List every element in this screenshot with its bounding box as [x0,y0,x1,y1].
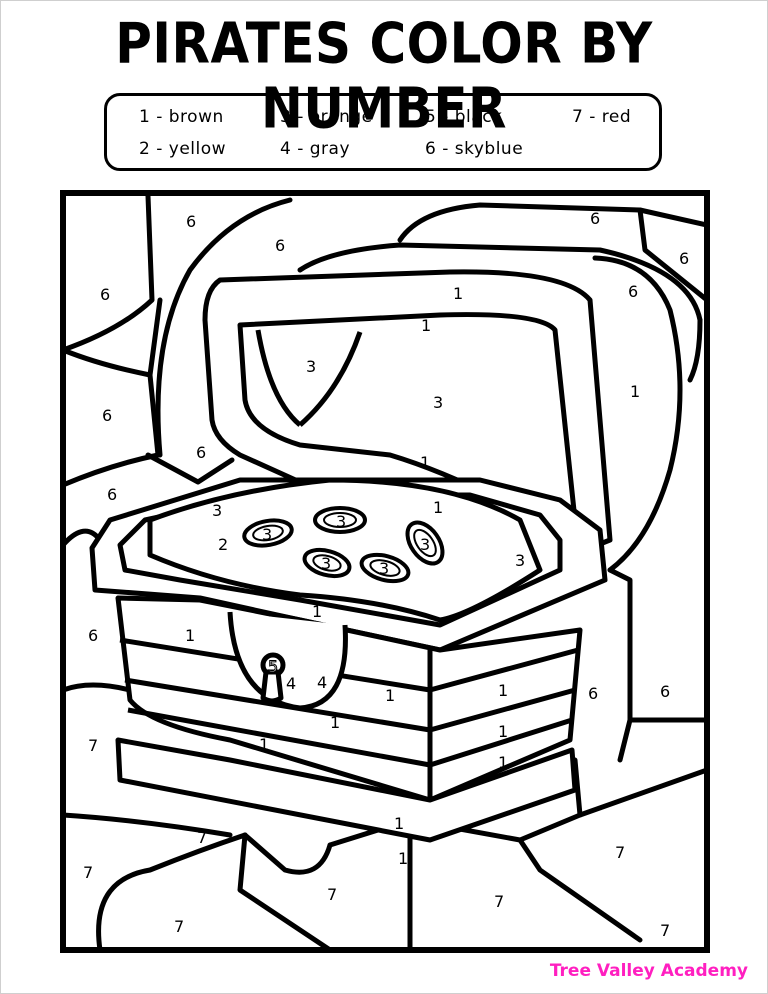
gold-coins [242,506,445,584]
region-label: 3 [336,512,346,531]
region-label: 3 [515,551,525,570]
legend-item-red: 7 - red [572,107,632,127]
legend-item-orange: 3 - orange [280,107,373,127]
region-label: 1 [394,814,404,833]
region-label: 1 [385,686,395,705]
region-label: 3 [420,535,430,554]
region-label: 1 [259,735,269,754]
region-label: 3 [306,357,316,376]
region-label: 1 [421,316,431,335]
region-label: 3 [212,501,222,520]
region-label: 6 [100,285,110,304]
region-label: 6 [660,682,670,701]
region-numbers: 6 6 6 6 6 6 6 6 6 6 6 1 1 1 1 1 1 1 1 1 … [83,209,689,940]
region-label: 5 [268,657,278,676]
region-label: 6 [88,626,98,645]
region-label: 6 [186,212,196,231]
region-label: 6 [628,282,638,301]
chest-body [89,477,608,843]
region-label: 7 [197,828,207,847]
region-label: 6 [588,684,598,703]
region-label: 6 [679,249,689,268]
region-label: 4 [286,674,296,693]
region-label: 7 [494,892,504,911]
picture-frame [60,190,710,953]
region-label: 1 [630,382,640,401]
region-label: 6 [107,485,117,504]
region-label: 3 [379,559,389,578]
legend-item-black: 5 - black [425,107,503,127]
region-label: 7 [615,843,625,862]
legend-item-skyblue: 6 - skyblue [425,139,524,159]
region-label: 3 [433,393,443,412]
region-label: 1 [498,722,508,741]
region-label: 1 [420,453,430,472]
region-label: 7 [88,736,98,755]
legend-item-brown: 1 - brown [139,107,224,127]
region-label: 7 [174,917,184,936]
brand-footer: Tree Valley Academy [549,961,748,981]
region-label: 3 [262,525,272,544]
region-label: 7 [660,921,670,940]
region-label: 1 [498,753,508,772]
region-label: 3 [321,554,331,573]
region-label: 6 [196,443,206,462]
region-label: 1 [312,602,322,621]
region-label: 1 [498,681,508,700]
color-key-legend [104,93,662,171]
region-label: 4 [317,673,327,692]
region-label: 7 [83,863,93,882]
region-label: 6 [275,236,285,255]
legend-item-gray: 4 - gray [280,139,351,159]
region-label: 1 [330,713,340,732]
legend-item-yellow: 2 - yellow [139,139,227,159]
region-label: 7 [327,885,337,904]
page-title: PIRATES COLOR BY NUMBER [115,11,653,141]
region-label: 1 [185,626,195,645]
region-label: 1 [453,284,463,303]
region-label: 6 [590,209,600,228]
region-label: 6 [102,406,112,425]
region-label: 1 [433,498,443,517]
region-label: 2 [218,535,228,554]
region-label: 1 [398,849,408,868]
